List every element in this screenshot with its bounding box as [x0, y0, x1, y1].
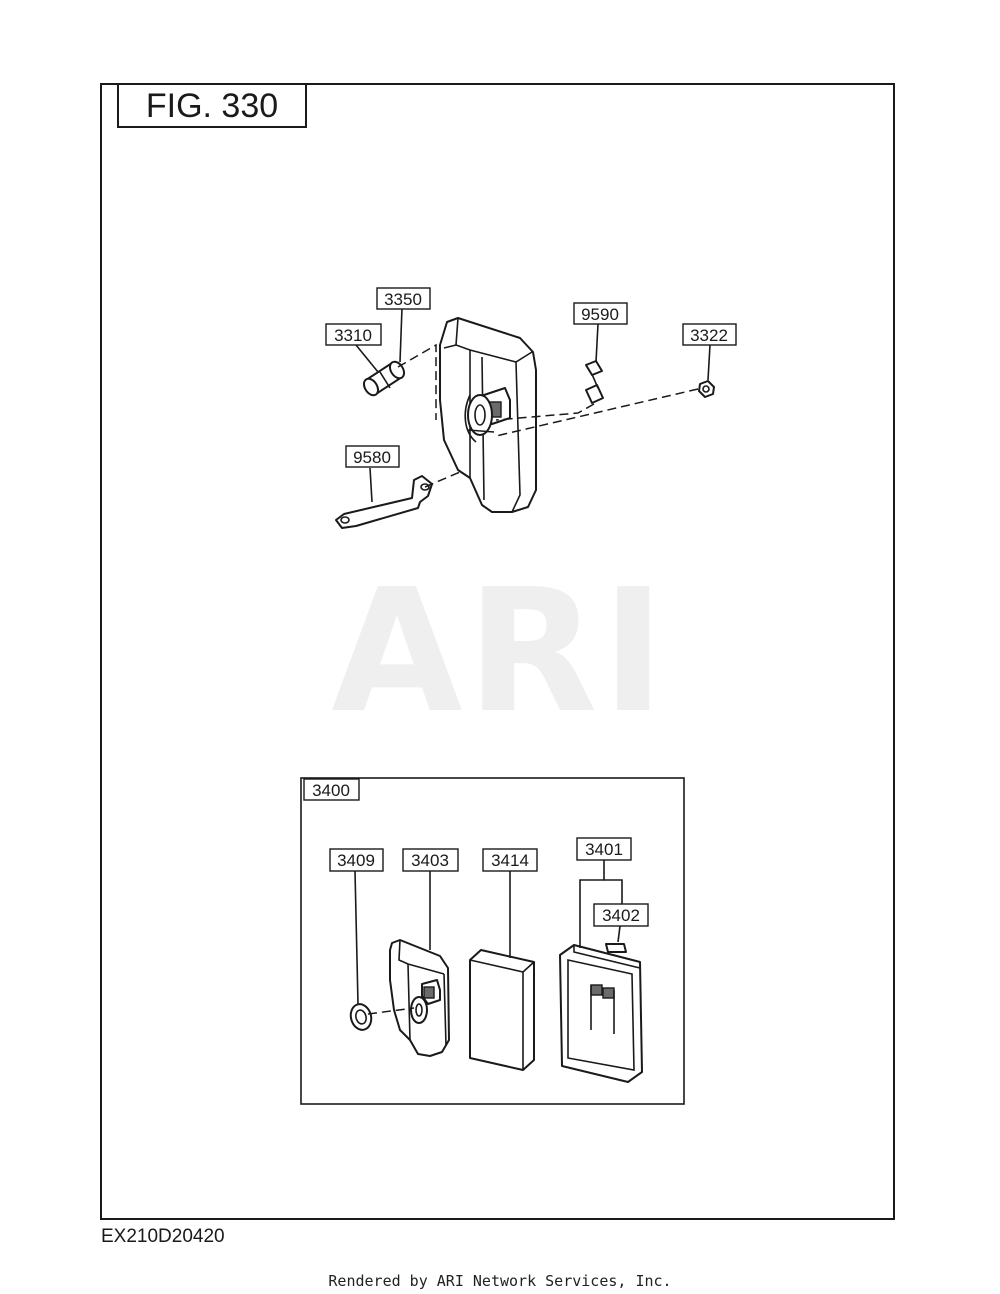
bolt-9590 [585, 360, 604, 404]
svg-text:9590: 9590 [581, 305, 619, 324]
bracket-9580 [335, 475, 433, 529]
air-cleaner-case [439, 317, 537, 513]
watermark-ari: ARI [331, 553, 669, 751]
figure-title: FIG. 330 [146, 87, 278, 125]
svg-text:3403: 3403 [411, 851, 449, 870]
callout-3402[interactable]: 3402 [593, 903, 649, 927]
element-3414 [469, 949, 535, 1071]
svg-text:3350: 3350 [384, 290, 422, 309]
callout-9590[interactable]: 9590 [573, 302, 628, 325]
nut-3322 [698, 380, 715, 398]
callout-3322[interactable]: 3322 [682, 323, 737, 346]
svg-text:3414: 3414 [491, 851, 529, 870]
svg-text:3310: 3310 [334, 326, 372, 345]
callout-3414[interactable]: 3414 [482, 848, 538, 872]
callout-3409[interactable]: 3409 [329, 848, 384, 872]
kit-label[interactable]: 3400 [303, 778, 360, 801]
svg-text:3401: 3401 [585, 840, 623, 859]
kit-3400: 3400 [300, 777, 685, 1105]
cover-3401 [559, 944, 643, 1083]
gasket-3409 [349, 1003, 373, 1031]
svg-text:3402: 3402 [602, 906, 640, 925]
callout-9580[interactable]: 9580 [345, 445, 400, 468]
svg-text:3322: 3322 [690, 326, 728, 345]
figure-title-box: FIG. 330 [117, 83, 307, 128]
callout-3401[interactable]: 3401 [576, 837, 632, 861]
figure-frame [100, 83, 895, 1220]
callout-3350[interactable]: 3350 [376, 287, 431, 310]
svg-text:9580: 9580 [353, 448, 391, 467]
case-3403 [389, 939, 450, 1057]
decal-3402 [605, 943, 627, 953]
callout-3310[interactable]: 3310 [325, 323, 382, 346]
footer-credit: Rendered by ARI Network Services, Inc. [328, 1272, 671, 1290]
figure-code: EX210D20420 [101, 1226, 225, 1247]
svg-text:3409: 3409 [337, 851, 375, 870]
breather-pipe [362, 360, 406, 397]
kit-frame [300, 777, 685, 1105]
svg-text:3400: 3400 [312, 781, 350, 800]
upper-assembly: 3350 3310 9590 3322 9580 [325, 287, 737, 529]
callout-3403[interactable]: 3403 [402, 848, 459, 872]
